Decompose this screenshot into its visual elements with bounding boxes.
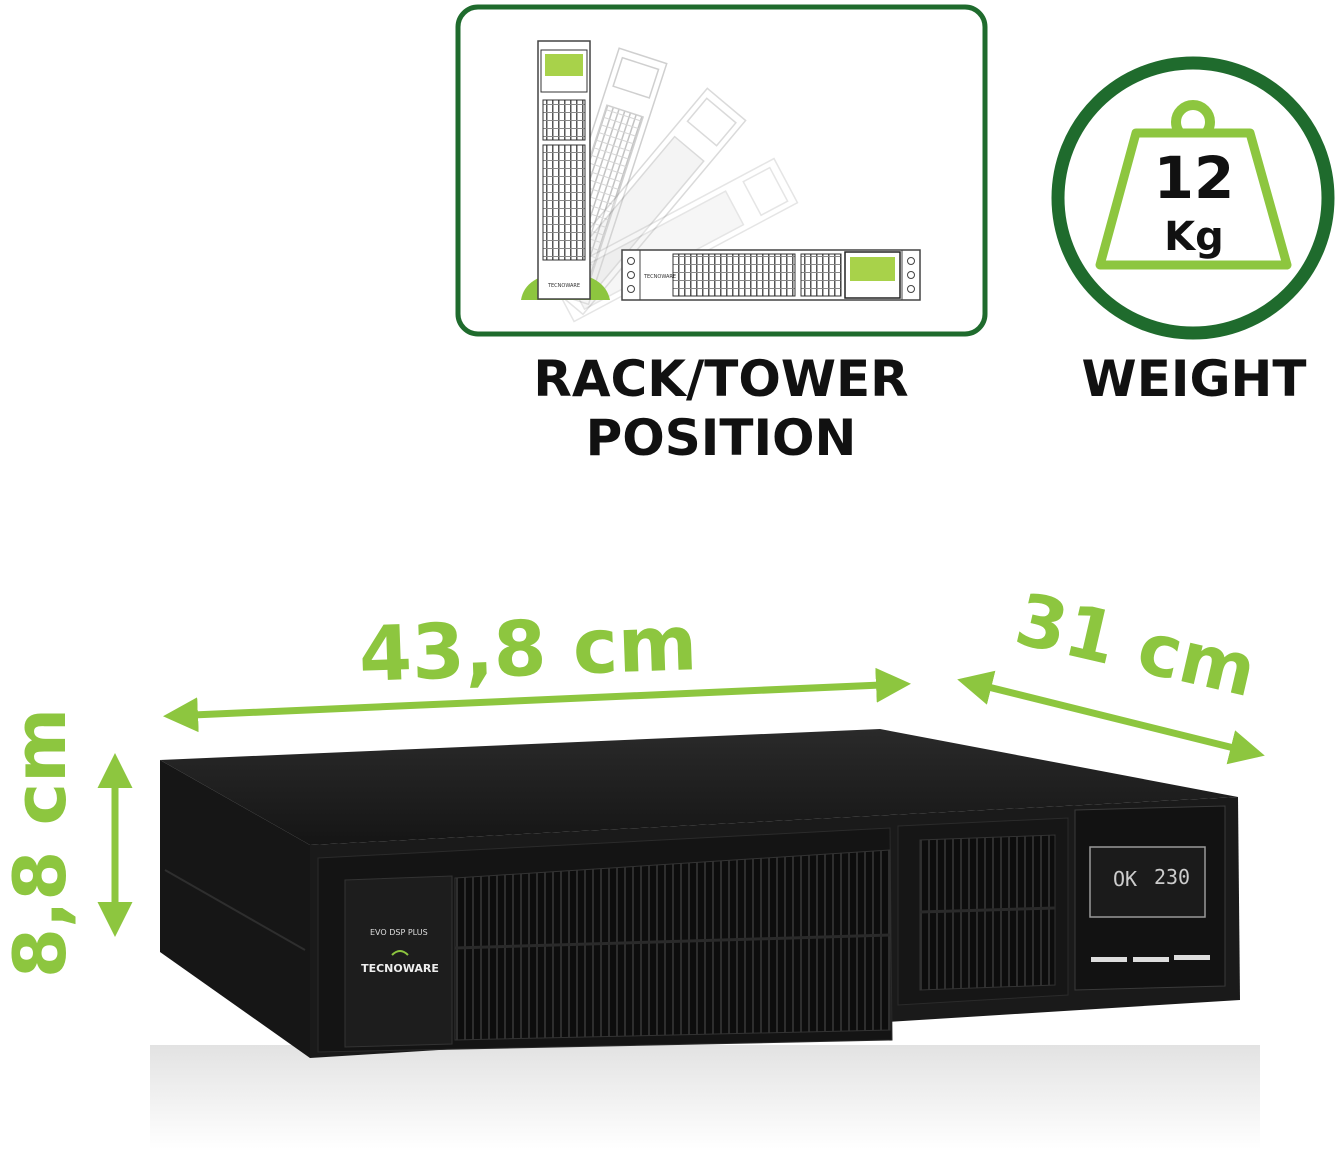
ups-button-3 xyxy=(1174,955,1210,960)
tower-ups-drawing: TECNOWARE xyxy=(521,40,610,300)
depth-label: 31 cm xyxy=(1008,577,1264,714)
weight-caption: WEIGHT xyxy=(1082,350,1307,408)
rack-tower-caption-line1: RACK/TOWER xyxy=(533,350,908,408)
brand-logo: TECNOWARE xyxy=(361,962,439,975)
weight-icon xyxy=(1051,56,1335,340)
depth-arrow xyxy=(957,670,1265,765)
lcd-display xyxy=(1089,846,1206,918)
ups-button-2 xyxy=(1133,957,1169,962)
width-label: 43,8 cm xyxy=(357,598,698,699)
series-logo: EVO DSP PLUS xyxy=(370,928,428,937)
floor-reflection xyxy=(150,1045,1260,1149)
width-arrow xyxy=(163,667,911,733)
rack-ups-drawing: TECNOWARE xyxy=(621,249,921,301)
weight-value: 12 xyxy=(1154,144,1235,212)
ghost-tower-2 xyxy=(543,87,747,316)
weight-unit: Kg xyxy=(1164,214,1224,260)
ups-button-1 xyxy=(1091,957,1127,962)
rack-tower-rotation-icon: TECNOWARE TECNOWARE xyxy=(455,4,988,337)
ups-product-photo: EVO DSP PLUS TECNOWARE OK 230 xyxy=(160,729,1240,1058)
svg-text:TECNOWARE: TECNOWARE xyxy=(547,283,580,289)
rack-tower-caption-line2: POSITION xyxy=(586,409,857,467)
lcd-voltage: 230 xyxy=(1154,865,1190,889)
svg-text:TECNOWARE: TECNOWARE xyxy=(643,274,676,280)
height-label: 8,8 cm xyxy=(0,708,82,978)
lcd-status: OK xyxy=(1113,867,1137,891)
